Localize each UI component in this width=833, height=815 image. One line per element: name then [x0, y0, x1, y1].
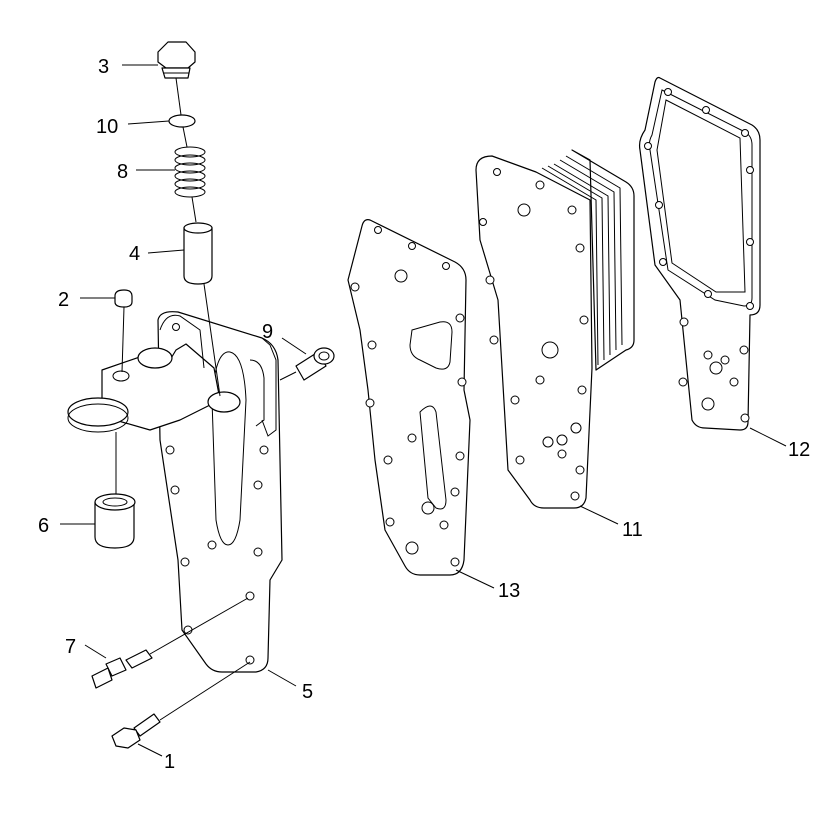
- part-1-bolt: [111, 713, 161, 749]
- callout-13: 13: [498, 580, 520, 602]
- part-5-housing: [67, 311, 283, 673]
- part-3-plug: [157, 41, 196, 79]
- callout-4: 4: [129, 243, 140, 265]
- leader-lines: [60, 64, 787, 757]
- part-13-gasket: [347, 219, 471, 576]
- callout-10: 10: [96, 116, 118, 138]
- callout-labels: 3 10 8 4 2 9 6 7 5 1 12 11 13: [38, 56, 810, 773]
- callout-2: 2: [58, 289, 69, 311]
- part-11-cooler-core: [475, 149, 635, 509]
- part-2-plug: [114, 289, 133, 308]
- part-8-spring: [174, 146, 206, 198]
- part-12-gasket: [638, 76, 761, 431]
- part-9-fitting: [295, 347, 335, 381]
- callout-7: 7: [65, 636, 76, 658]
- callout-11: 11: [622, 519, 643, 541]
- part-10-oring: [168, 114, 196, 128]
- callout-5: 5: [302, 681, 313, 703]
- callout-9: 9: [262, 321, 273, 343]
- callout-1: 1: [164, 751, 175, 773]
- callout-12: 12: [788, 439, 810, 461]
- callout-6: 6: [38, 515, 49, 537]
- callout-3: 3: [98, 56, 109, 78]
- part-4-piston: [183, 222, 213, 285]
- assembly-lines: [115, 77, 297, 721]
- part-7-stud: [91, 649, 153, 689]
- part-6-cup: [94, 493, 136, 549]
- callout-8: 8: [117, 161, 128, 183]
